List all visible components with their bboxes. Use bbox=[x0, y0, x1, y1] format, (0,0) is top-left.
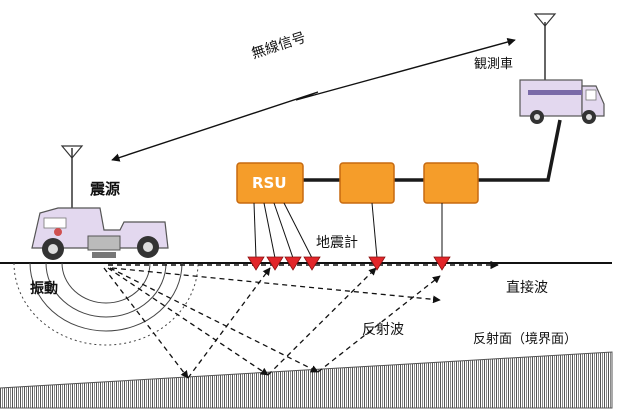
observation-vehicle bbox=[519, 13, 605, 124]
reflected-wave-label: 反射波 bbox=[362, 322, 404, 338]
wireless-signal-arrow bbox=[111, 37, 516, 162]
rsu-unit bbox=[236, 162, 304, 204]
geophones bbox=[247, 256, 451, 271]
unit-box-3 bbox=[423, 162, 479, 204]
unit-box-2 bbox=[339, 162, 395, 204]
reflected-wave-paths bbox=[103, 267, 441, 379]
observation-vehicle-label: 観測車 bbox=[474, 57, 514, 72]
vibration-waves bbox=[13, 262, 199, 346]
sensor-cables bbox=[253, 202, 443, 259]
rsu-label: RSU bbox=[252, 174, 287, 192]
geophone-marker bbox=[368, 256, 386, 271]
vibration-label: 振動 bbox=[30, 281, 58, 297]
geophone-marker bbox=[303, 256, 321, 271]
cable bbox=[303, 119, 562, 182]
reflection-layer bbox=[0, 351, 613, 409]
geophone-marker bbox=[284, 256, 302, 271]
geophone-label: 地震計 bbox=[316, 235, 358, 251]
geophone-marker bbox=[433, 256, 451, 271]
geophone-marker bbox=[247, 256, 265, 271]
source-truck bbox=[31, 145, 169, 260]
geophone-marker bbox=[266, 256, 284, 271]
reflection-surface-label: 反射面（境界面） bbox=[473, 332, 578, 347]
source-label: 震源 bbox=[90, 180, 121, 198]
direct-wave-label: 直接波 bbox=[506, 280, 548, 296]
